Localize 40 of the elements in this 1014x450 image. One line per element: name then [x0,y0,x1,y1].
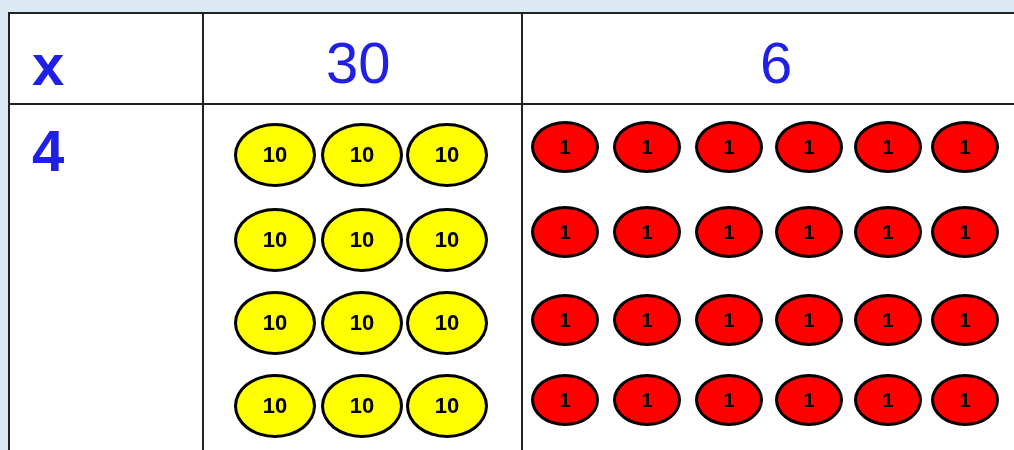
counter-value: 1 [959,220,971,244]
column-header: 30 [326,34,391,92]
counter-value: 1 [959,135,971,159]
counter-value: 1 [882,220,894,244]
counter-value: 10 [434,310,460,336]
counter-value: 1 [641,220,653,244]
counter-value: 1 [959,388,971,412]
counter-value: 10 [262,142,288,168]
counter-value: 1 [641,308,653,332]
counter-value: 10 [262,393,288,419]
counter-value: 1 [803,135,815,159]
counter-value: 1 [559,135,571,159]
counter-value: 1 [882,308,894,332]
counter-value: 1 [723,135,735,159]
counter-value: 1 [641,388,653,412]
counter-value: 1 [803,388,815,412]
counter-value: 10 [349,142,375,168]
counter-value: 1 [641,135,653,159]
counter-value: 1 [959,308,971,332]
counter-value: 1 [723,388,735,412]
counter-value: 1 [559,308,571,332]
counter-value: 10 [434,142,460,168]
counter-value: 1 [803,220,815,244]
column-header: 6 [760,34,793,92]
counter-value: 1 [723,220,735,244]
multiplication-sign: x [32,36,65,94]
counter-value: 10 [262,310,288,336]
counter-value: 10 [349,227,375,253]
counter-value: 1 [723,308,735,332]
row-header: 4 [32,122,65,180]
counter-value: 1 [803,308,815,332]
counter-value: 10 [349,393,375,419]
counter-value: 10 [262,227,288,253]
counter-value: 10 [434,227,460,253]
counter-value: 10 [349,310,375,336]
counter-value: 1 [882,388,894,412]
counter-value: 1 [559,388,571,412]
counter-value: 10 [434,393,460,419]
counter-value: 1 [882,135,894,159]
counter-value: 1 [559,220,571,244]
